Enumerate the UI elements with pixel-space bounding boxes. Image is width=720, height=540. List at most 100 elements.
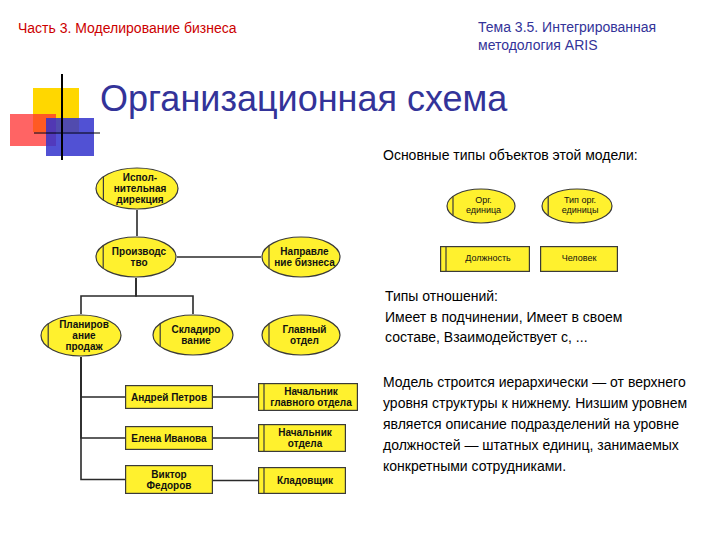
text-stack: Начальник отдела xyxy=(268,427,342,449)
text-stack: Должность xyxy=(465,254,511,264)
unit-marker xyxy=(548,196,549,216)
rect-shape xyxy=(259,384,358,411)
relations-heading: Типы отношений: xyxy=(385,288,498,304)
node-text-area: Складиро вание xyxy=(165,314,227,356)
node-text-area: Направле ние бизнеса xyxy=(274,236,335,278)
ellipse-shape xyxy=(153,315,233,355)
rect-shape xyxy=(441,247,530,272)
ellipse-shape xyxy=(41,315,121,356)
text-stack: Производс тво xyxy=(108,246,170,268)
org-unit-ellipse: Испол- нительная дирекция xyxy=(95,167,179,210)
position-box: Начальник отдела xyxy=(258,424,346,452)
node-label: Производс тво xyxy=(108,246,170,268)
node-label: Должность xyxy=(465,254,511,264)
org-connector xyxy=(81,357,125,480)
node-text-area: Виктор Федоров xyxy=(129,465,209,494)
org-unit-ellipse: Планиров ание продаж xyxy=(40,314,122,357)
org-unit-ellipse: Складиро вание xyxy=(152,314,234,356)
unit-marker xyxy=(268,245,269,268)
blue-square xyxy=(46,118,94,156)
position-marker xyxy=(263,468,264,493)
node-text-area: Начальник главного отдела xyxy=(268,383,354,411)
rect-shape xyxy=(259,425,346,452)
node-label: Складиро вание xyxy=(165,324,227,346)
position-box: Должность xyxy=(440,246,530,272)
ellipse-shape xyxy=(262,237,340,277)
decor-line xyxy=(61,74,63,160)
unit-marker xyxy=(452,196,453,216)
note-text: Модель строится иерархически — от верхне… xyxy=(383,372,708,477)
node-text-area: Главный отдел xyxy=(274,314,335,356)
text-stack: Елена Иванова xyxy=(131,433,206,444)
rect-shape xyxy=(259,468,346,494)
person-box: Человек xyxy=(540,246,618,272)
text-stack: Складиро вание xyxy=(165,324,227,346)
text-stack: Кладовщик xyxy=(277,475,333,486)
text-stack: Планиров ание продаж xyxy=(53,319,115,352)
node-text-area: Планиров ание продаж xyxy=(53,314,115,357)
text-stack: Начальник главного отдела xyxy=(268,386,354,408)
position-marker xyxy=(263,425,264,451)
org-connector xyxy=(81,357,125,438)
section-header: Часть 3. Моделирование бизнеса xyxy=(18,20,236,36)
node-text-area: Андрей Петров xyxy=(129,385,209,409)
org-connector xyxy=(213,396,258,398)
node-text-area: Начальник отдела xyxy=(268,424,342,452)
node-text-area: Тип орг. единицы xyxy=(553,188,607,224)
node-text-area: Орг. единица xyxy=(457,188,510,224)
org-connector xyxy=(81,357,125,397)
node-label: Андрей Петров xyxy=(131,392,207,403)
org-connector xyxy=(177,256,261,258)
text-stack: Андрей Петров xyxy=(131,392,207,403)
rect-shape xyxy=(126,466,213,494)
text-stack: Человек xyxy=(562,254,597,264)
unit-marker xyxy=(160,323,161,346)
node-label: Тип орг. единицы xyxy=(553,196,607,216)
node-text-area: Испол- нительная дирекция xyxy=(108,167,172,210)
node-text-area: Кладовщик xyxy=(268,467,342,494)
org-unit-ellipse: Направле ние бизнеса xyxy=(261,236,341,278)
rect-shape xyxy=(126,427,213,450)
text-stack: Виктор Федоров xyxy=(129,469,209,491)
unit-marker xyxy=(48,324,49,348)
node-label: Планиров ание продаж xyxy=(53,319,115,352)
org-connector xyxy=(136,278,193,314)
unit-marker xyxy=(268,323,269,346)
position-box: Начальник главного отдела xyxy=(258,383,358,411)
rect-shape xyxy=(541,247,618,272)
position-box: Кладовщик xyxy=(258,467,346,494)
ellipse-shape xyxy=(96,168,178,209)
org-unit-ellipse: Производс тво xyxy=(95,236,177,278)
node-label: Виктор Федоров xyxy=(129,469,209,491)
org-unit-ellipse: Тип орг. единицы xyxy=(541,188,613,224)
org-connector xyxy=(213,480,258,482)
ellipse-shape xyxy=(262,315,340,355)
text-stack: Направле ние бизнеса xyxy=(274,246,335,268)
text-stack: Тип орг. единицы xyxy=(553,196,607,216)
ellipse-shape xyxy=(96,237,176,277)
ellipse-shape xyxy=(447,189,515,223)
node-label: Елена Иванова xyxy=(131,433,206,444)
rect-shape xyxy=(126,386,213,409)
node-text-area: Должность xyxy=(450,246,526,272)
node-label: Орг. единица xyxy=(457,196,510,216)
org-connector xyxy=(81,278,136,314)
node-label: Главный отдел xyxy=(274,324,335,346)
node-label: Начальник отдела xyxy=(268,427,342,449)
person-box: Андрей Петров xyxy=(125,385,213,409)
decor-line xyxy=(34,133,100,134)
slide-title: Организационная схема xyxy=(100,78,507,120)
topic-header: Тема 3.5. Интегрированная методология AR… xyxy=(478,18,710,54)
unit-marker xyxy=(103,177,104,201)
org-unit-ellipse: Главный отдел xyxy=(261,314,341,356)
node-text-area: Елена Иванова xyxy=(129,426,209,450)
text-stack: Главный отдел xyxy=(274,324,335,346)
node-label: Начальник главного отдела xyxy=(268,386,354,408)
node-label: Испол- нительная дирекция xyxy=(108,172,172,205)
position-marker xyxy=(445,247,446,271)
org-connector xyxy=(136,210,138,236)
relations-list: Имеет в подчинении, Имеет в своем состав… xyxy=(385,307,670,347)
node-label: Направле ние бизнеса xyxy=(274,246,335,268)
node-label: Человек xyxy=(562,254,597,264)
node-label: Кладовщик xyxy=(277,475,333,486)
